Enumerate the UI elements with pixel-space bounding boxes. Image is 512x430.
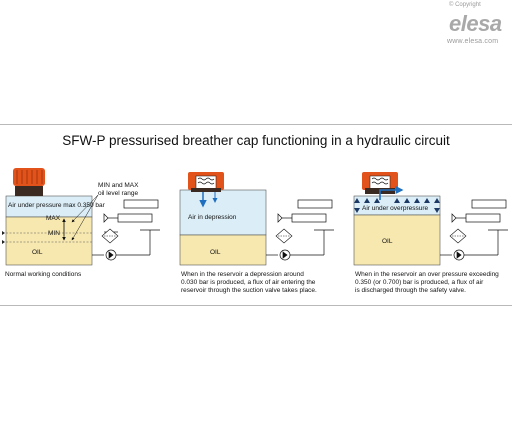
oil-label: OIL [210,249,221,256]
caption-line: 0.350 (or 0.700) bar is produced, a flux… [355,279,484,286]
caption-line: When in the reservoir an over pressure e… [355,271,499,278]
oil-zone [5,216,93,266]
oil-label: OIL [382,238,393,245]
caption-line: When in the reservoir a depression aroun… [181,271,304,278]
pressure-markers [354,198,440,213]
caption-overpressure: When in the reservoir an over pressure e… [355,271,510,295]
air-overpressure-label: Air under overpressure [362,205,429,212]
min-label: MIN [48,230,60,237]
caption-line: 0.030 bar is produced, a flux of air ent… [181,279,316,286]
air-outflow-arrow [379,186,404,200]
panel-overpressure [353,172,508,266]
caption-normal: Normal working conditions [5,271,165,279]
caption-line: is discharged through the safety valve. [355,287,466,294]
caption-depression: When in the reservoir a depression aroun… [181,271,346,295]
air-depression-label: Air in depression [188,214,237,221]
filter-icon [101,228,119,244]
filter-icon [275,228,293,244]
bottom-divider [0,305,512,306]
caption-line: Normal working conditions [5,271,82,278]
air-zone [179,189,267,236]
breather-cap-section [188,172,224,192]
air-pressure-label: Air under pressure max 0.350 bar [8,202,105,209]
copyright-label: © Copyright [449,2,481,8]
breather-cap [13,168,45,196]
panel-normal [2,168,160,266]
filter-icon [449,228,467,244]
caption-line: reservoir through the suction valve take… [181,287,317,294]
oil-zone [179,234,267,266]
panel-depression [179,172,334,266]
website-link[interactable]: www.elesa.com [447,38,499,45]
oil-zone [353,214,441,266]
range-label-line1: MIN and MAX [98,182,139,189]
max-label: MAX [46,215,61,222]
diagram-title: SFW-P pressurised breather cap functioni… [62,133,450,148]
top-divider [0,124,512,125]
range-label-line2: oil level range [98,190,139,197]
oil-label: OIL [32,249,43,256]
elesa-logo: elesa [449,11,502,36]
